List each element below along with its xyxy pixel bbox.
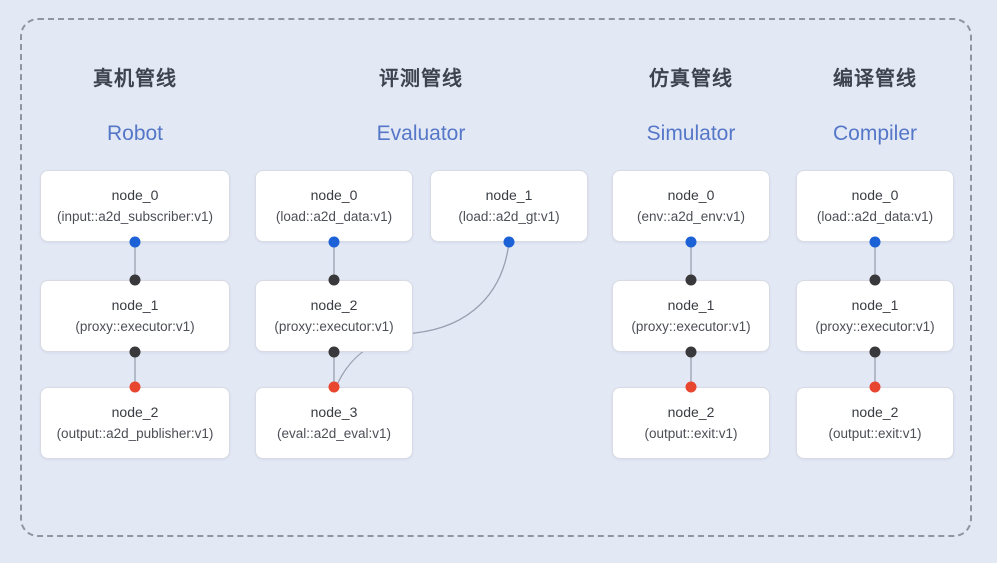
node-compiler-node_2: node_2 (output::exit:v1) — [796, 387, 954, 459]
node-label: node_2 — [667, 404, 715, 421]
node-robot-node_2: node_2 (output::a2d_publisher:v1) — [40, 387, 230, 459]
port-dot-dark — [129, 346, 141, 358]
pipeline-title-cn-evaluator: 评测管线 — [379, 68, 463, 90]
node-sublabel: (load::a2d_gt:v1) — [458, 209, 560, 225]
pipeline-title-en-compiler: Compiler — [832, 122, 918, 145]
node-simulator-node_2: node_2 (output::exit:v1) — [612, 387, 770, 459]
node-robot-node_1: node_1 (proxy::executor:v1) — [40, 280, 230, 352]
node-evaluator-node_1: node_1 (load::a2d_gt:v1) — [430, 170, 588, 242]
node-label: node_1 — [111, 297, 159, 314]
node-label: node_1 — [485, 187, 533, 204]
port-dot-dark — [685, 346, 697, 358]
port-dot-blue — [685, 236, 697, 248]
port-dot-dark — [869, 346, 881, 358]
port-dot-blue — [328, 236, 340, 248]
node-sublabel: (output::a2d_publisher:v1) — [56, 426, 214, 442]
port-dot-red — [129, 381, 141, 393]
node-compiler-node_1: node_1 (proxy::executor:v1) — [796, 280, 954, 352]
pipeline-title-cn-robot: 真机管线 — [93, 68, 177, 90]
node-evaluator-node_2: node_2 (proxy::executor:v1) — [255, 280, 413, 352]
node-sublabel: (output::exit:v1) — [828, 426, 922, 442]
edge-eval-1-3-curved — [335, 241, 510, 388]
node-sublabel: (load::a2d_data:v1) — [816, 209, 934, 225]
node-sublabel: (proxy::executor:v1) — [75, 319, 195, 335]
dashed-frame — [20, 18, 972, 537]
node-sublabel: (load::a2d_data:v1) — [275, 209, 393, 225]
port-dot-dark — [328, 346, 340, 358]
node-label: node_3 — [310, 404, 358, 421]
port-dot-red — [328, 381, 340, 393]
pipeline-title-cn-compiler: 编译管线 — [833, 68, 917, 90]
node-evaluator-node_0: node_0 (load::a2d_data:v1) — [255, 170, 413, 242]
port-dot-dark — [685, 274, 697, 286]
node-label: node_0 — [667, 187, 715, 204]
node-label: node_0 — [851, 187, 899, 204]
port-dot-blue — [869, 236, 881, 248]
node-label: node_2 — [111, 404, 159, 421]
port-dot-blue — [129, 236, 141, 248]
node-label: node_1 — [667, 297, 715, 314]
node-label: node_2 — [310, 297, 358, 314]
node-sublabel: (proxy::executor:v1) — [815, 319, 935, 335]
node-sublabel: (proxy::executor:v1) — [631, 319, 751, 335]
node-robot-node_0: node_0 (input::a2d_subscriber:v1) — [40, 170, 230, 242]
node-evaluator-node_3: node_3 (eval::a2d_eval:v1) — [255, 387, 413, 459]
node-compiler-node_0: node_0 (load::a2d_data:v1) — [796, 170, 954, 242]
node-label: node_0 — [310, 187, 358, 204]
port-dot-dark — [328, 274, 340, 286]
pipeline-title-en-evaluator: Evaluator — [376, 122, 466, 145]
node-simulator-node_0: node_0 (env::a2d_env:v1) — [612, 170, 770, 242]
port-dot-red — [685, 381, 697, 393]
node-label: node_1 — [851, 297, 899, 314]
pipeline-title-en-simulator: Simulator — [646, 122, 736, 145]
node-sublabel: (env::a2d_env:v1) — [636, 209, 746, 225]
node-sublabel: (input::a2d_subscriber:v1) — [56, 209, 214, 225]
node-label: node_2 — [851, 404, 899, 421]
node-sublabel: (eval::a2d_eval:v1) — [276, 426, 392, 442]
port-dot-dark — [869, 274, 881, 286]
node-sublabel: (proxy::executor:v1) — [274, 319, 394, 335]
node-simulator-node_1: node_1 (proxy::executor:v1) — [612, 280, 770, 352]
port-dot-dark — [129, 274, 141, 286]
node-label: node_0 — [111, 187, 159, 204]
pipeline-title-en-robot: Robot — [106, 122, 164, 145]
port-dot-blue — [503, 236, 515, 248]
pipeline-title-cn-simulator: 仿真管线 — [649, 68, 733, 90]
node-sublabel: (output::exit:v1) — [644, 426, 738, 442]
port-dot-red — [869, 381, 881, 393]
